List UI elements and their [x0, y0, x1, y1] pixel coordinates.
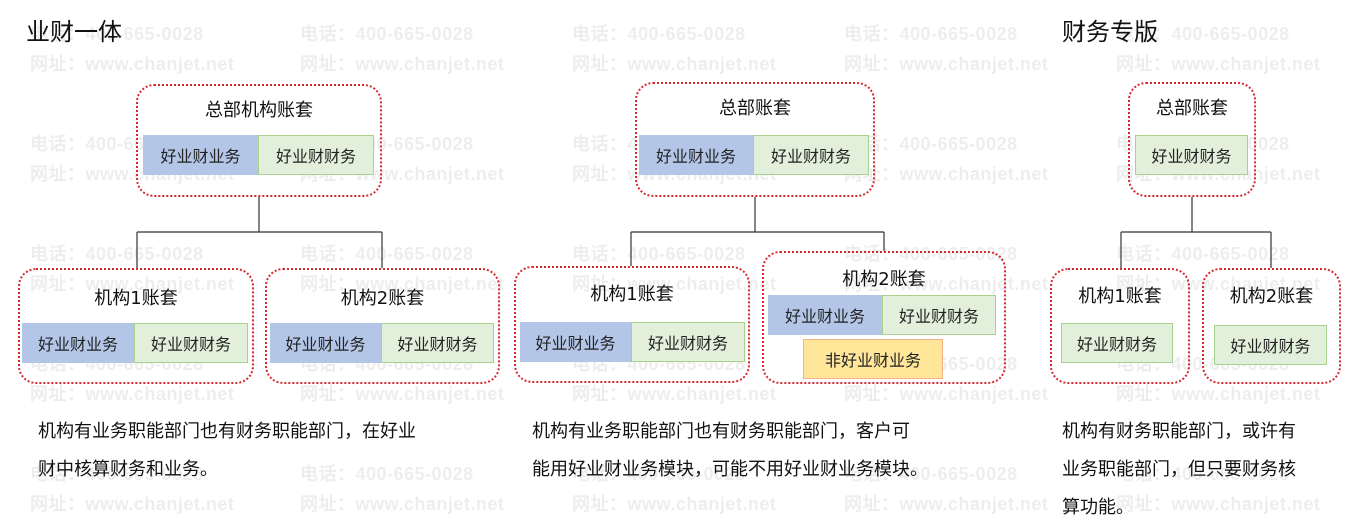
- description-line: 算功能。: [1062, 497, 1134, 518]
- hq-ledger-title: 总部账套: [719, 98, 791, 119]
- description-line: 业务职能部门，但只要财务核: [1062, 459, 1296, 480]
- non-biz-module-cell: 非好业财业务: [803, 339, 943, 379]
- org1-ledger-title: 机构1账套: [1078, 286, 1162, 307]
- description-line: 机构有财务职能部门，或许有: [1062, 421, 1296, 442]
- description-integrated: 机构有业务职能部门也有财务职能部门，在好业 财中核算财务和业务。: [38, 413, 508, 489]
- hq-ledger-box: 总部账套: [635, 82, 875, 197]
- fin-module-cell: 好业财财务: [1061, 323, 1173, 363]
- hq-ledger-title: 总部账套: [1156, 98, 1228, 119]
- org1-ledger-box: 机构1账套: [514, 266, 750, 383]
- description-finance-edition: 机构有财务职能部门，或许有 业务职能部门，但只要财务核 算功能。: [1062, 413, 1352, 527]
- fin-module-cell: 好业财财务: [753, 135, 869, 175]
- biz-module-cell: 好业财业务: [768, 295, 882, 335]
- description-line: 机构有业务职能部门也有财务职能部门，客户可: [532, 421, 910, 442]
- description-line: 财中核算财务和业务。: [38, 459, 218, 480]
- fin-module-cell: 好业财财务: [631, 322, 745, 362]
- org1-ledger-box: 机构1账套: [1050, 268, 1190, 384]
- biz-module-cell: 好业财业务: [22, 323, 134, 363]
- hq-org-ledger-title: 总部机构账套: [205, 100, 313, 121]
- org1-ledger-box: 机构1账套: [18, 268, 254, 384]
- hq-ledger-box: 总部账套: [1128, 82, 1256, 197]
- fin-module-cell: 好业财财务: [1135, 135, 1248, 175]
- org1-ledger-title: 机构1账套: [590, 284, 674, 305]
- description-line: 机构有业务职能部门也有财务职能部门，在好业: [38, 421, 416, 442]
- hq-org-ledger-box: 总部机构账套: [136, 84, 382, 197]
- org2-ledger-box: 机构2账套: [265, 268, 500, 384]
- biz-module-cell: 好业财业务: [639, 135, 753, 175]
- biz-module-cell: 好业财业务: [143, 135, 258, 175]
- org2-ledger-title: 机构2账套: [340, 288, 425, 309]
- org2-ledger-box: 机构2账套: [1202, 268, 1341, 384]
- description-line: 能用好业财业务模块，可能不用好业财业务模块。: [532, 459, 928, 480]
- fin-module-cell: 好业财财务: [882, 295, 996, 335]
- biz-module-cell: 好业财业务: [270, 323, 381, 363]
- org2-ledger-box: 机构2账套: [762, 251, 1006, 384]
- fin-module-cell: 好业财财务: [134, 323, 248, 363]
- org1-ledger-title: 机构1账套: [94, 288, 178, 309]
- description-mixed: 机构有业务职能部门也有财务职能部门，客户可 能用好业财业务模块，可能不用好业财业…: [532, 413, 1002, 489]
- fin-module-cell: 好业财财务: [258, 135, 374, 175]
- biz-module-cell: 好业财业务: [520, 322, 631, 362]
- fin-module-cell: 好业财财务: [381, 323, 494, 363]
- fin-module-cell: 好业财财务: [1214, 325, 1327, 365]
- org2-ledger-title: 机构2账套: [842, 269, 926, 290]
- org2-ledger-title: 机构2账套: [1229, 286, 1314, 307]
- heading-integrated: 业财一体: [26, 18, 122, 46]
- heading-finance-edition: 财务专版: [1062, 18, 1158, 46]
